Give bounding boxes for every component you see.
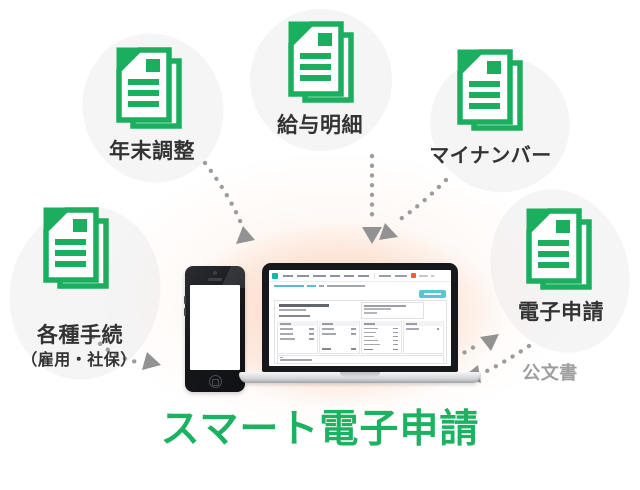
phone-glare: [211, 266, 245, 288]
screen-skeleton-line: [322, 322, 333, 325]
screen-skeleton-line: [393, 348, 398, 351]
screen-skeleton-line: [330, 275, 340, 278]
screen-skeleton-line: [393, 327, 398, 330]
screen-skeleton-line: [272, 272, 278, 279]
screen-skeleton-line: [344, 275, 354, 278]
screen-skeleton-line: [403, 321, 442, 326]
arrow-mynumber-to-device: [379, 177, 449, 240]
screen-skeleton-line: [364, 308, 391, 310]
screen-skeleton-line: [393, 343, 398, 346]
screen-skeleton-line: [419, 275, 428, 278]
screen-skeleton-line: [307, 284, 316, 287]
screen-skeleton-line: [327, 284, 365, 287]
screen-skeleton-line: [351, 328, 356, 330]
screen-skeleton-line: [322, 348, 331, 350]
screen-skeleton-line: [424, 293, 441, 295]
label-denshi-shinsei: 電子申請: [518, 300, 604, 324]
label-kyuyo-meisai: 給与明細: [277, 113, 363, 137]
screen-skeleton-line: [322, 333, 336, 335]
screen-skeleton-line: [280, 333, 293, 335]
screen-skeleton-line: [364, 343, 380, 346]
screen-skeleton-line: [319, 284, 324, 287]
screen-skeleton-line: [309, 338, 314, 340]
screen-skeleton-line: [351, 348, 356, 350]
screen-skeleton-line: [393, 331, 398, 334]
screen-skeleton-line: [279, 309, 306, 311]
screen-skeleton-line: [309, 328, 314, 330]
screen-skeleton-line: [364, 327, 378, 330]
screen-skeleton-line: [364, 331, 376, 334]
screen-skeleton-line: [393, 339, 398, 342]
label-kakushu-tetsuzuki-sub: （雇用・社保）: [21, 350, 137, 369]
phone-screen: [190, 285, 240, 370]
screen-skeleton-line: [364, 311, 377, 314]
document-stack-icon: [43, 207, 109, 289]
screen-skeleton-line: [437, 328, 439, 330]
label-my-number: マイナンバー: [429, 143, 552, 167]
document-stack-icon: [116, 47, 182, 129]
screen-skeleton-line: [280, 338, 295, 340]
label-kakushu-tetsuzuki: 各種手続: [37, 323, 123, 347]
screen-skeleton-line: [379, 275, 391, 278]
screen-skeleton-line: [364, 335, 374, 338]
screen-skeleton-line: [364, 339, 378, 342]
screen-skeleton-line: [277, 321, 318, 354]
page-title: スマート電子申請: [160, 407, 480, 452]
arrow-nenmatsu-to-device: [202, 160, 255, 244]
label-koubunsho: 公文書: [522, 363, 578, 384]
laptop-screen-app: [269, 270, 451, 366]
screen-skeleton-line: [406, 322, 417, 325]
screen-skeleton-line: [280, 359, 312, 361]
screen-skeleton-line: [361, 321, 400, 326]
document-stack-icon: [288, 21, 354, 103]
laptop: [262, 263, 458, 372]
screen-skeleton-line: [319, 321, 358, 326]
document-stack-icon: [526, 208, 592, 290]
screen-skeleton-line: [313, 275, 326, 278]
screen-skeleton-line: [279, 314, 310, 317]
screen-skeleton-line: [277, 355, 444, 364]
phone-camera: [213, 271, 217, 275]
document-stack-icon: [457, 49, 523, 131]
screen-skeleton-line: [274, 284, 304, 287]
phone-speaker: [208, 278, 222, 281]
screen-skeleton-line: [358, 275, 369, 278]
screen-skeleton-line: [280, 328, 293, 330]
screen-skeleton-line: [364, 322, 375, 325]
screen-skeleton-line: [322, 328, 334, 330]
label-nenmatsu-chosei: 年末調整: [109, 139, 195, 163]
smartphone: [183, 266, 245, 392]
screen-skeleton-line: [280, 322, 291, 325]
screen-skeleton-line: [364, 304, 406, 307]
screen-skeleton-line: [280, 356, 283, 359]
screen-skeleton-line: [411, 273, 416, 279]
screen-skeleton-line: [393, 335, 398, 338]
screen-skeleton-line: [395, 275, 407, 278]
screen-skeleton-line: [269, 280, 451, 282]
arrow-kyuyo-to-device: [362, 153, 382, 244]
phone-volume-button: [183, 308, 186, 316]
screen-skeleton-line: [277, 321, 316, 326]
phone-volume-button: [183, 296, 186, 304]
screen-skeleton-line: [279, 304, 329, 308]
screen-skeleton-line: [297, 275, 309, 278]
screen-skeleton-line: [374, 272, 375, 280]
screen-skeleton-line: [309, 333, 314, 335]
screen-skeleton-line: [406, 328, 419, 330]
laptop-notch: [340, 372, 380, 377]
laptop-base: [239, 372, 481, 383]
screen-skeleton-line: [364, 348, 373, 351]
screen-skeleton-line: [283, 275, 293, 278]
screen-skeleton-line: [431, 275, 434, 278]
phone-home-button: [208, 375, 222, 388]
screen-skeleton-line: [351, 333, 356, 335]
